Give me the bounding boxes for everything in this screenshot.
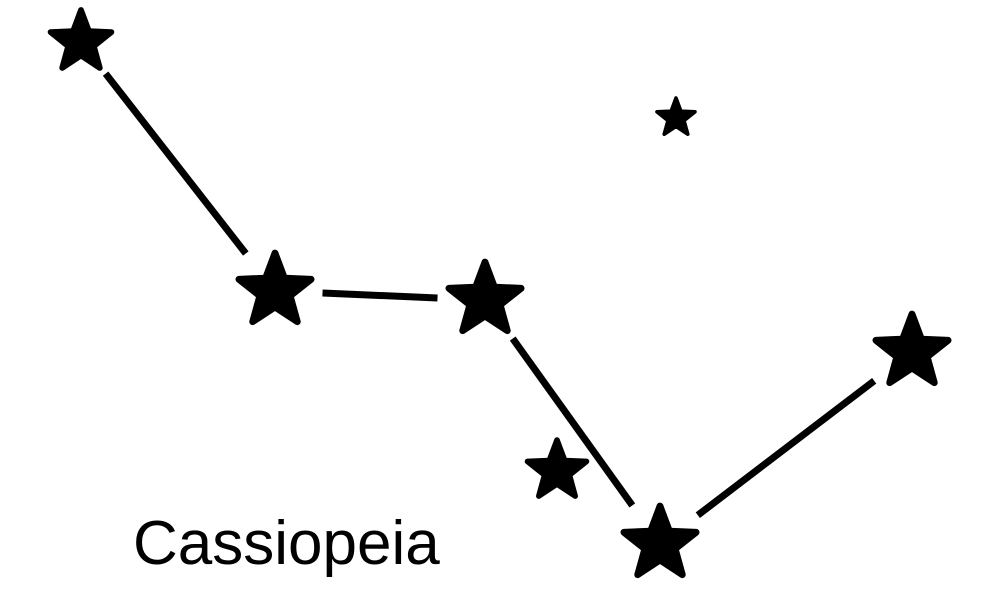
constellation-name: Cassiopeia <box>133 509 440 578</box>
connection-line-4 <box>695 378 877 518</box>
connection-line-1 <box>102 71 249 256</box>
star-icon <box>655 96 697 136</box>
star-icon <box>620 502 700 579</box>
connection-line-3 <box>509 336 636 508</box>
star-icon <box>235 249 315 326</box>
star-icon <box>445 258 525 335</box>
connection-line-2 <box>322 289 438 302</box>
constellation-lines <box>102 71 877 518</box>
star-icon <box>872 310 952 387</box>
star-icon <box>524 437 590 499</box>
star-icon <box>47 7 115 71</box>
constellation-stars <box>47 7 952 579</box>
